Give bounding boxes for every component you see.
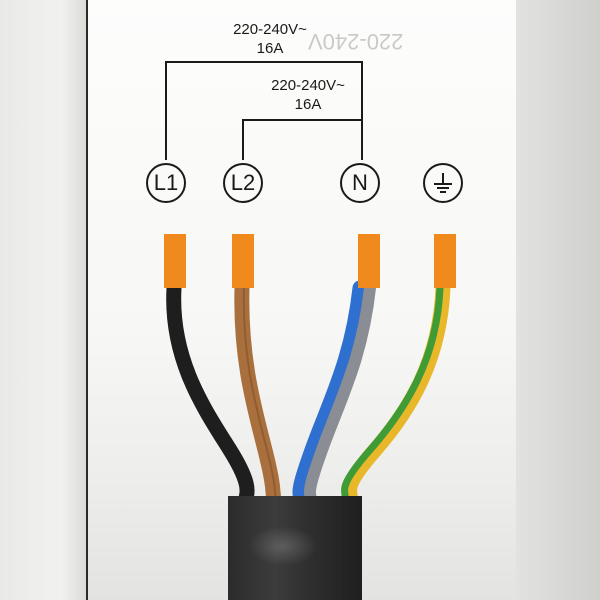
outer-supply-bracket (165, 61, 363, 160)
terminal-earth (423, 163, 463, 203)
wire-neutral (292, 280, 376, 508)
ground-icon (434, 173, 452, 193)
outer-current: 16A (256, 40, 284, 57)
terminal-n: N (340, 163, 380, 203)
inner-supply-bracket (242, 119, 363, 160)
left-frame-edge (86, 0, 88, 600)
right-frame (516, 0, 600, 600)
sleeve-l2 (232, 234, 254, 288)
terminal-l1-label: L1 (153, 170, 179, 195)
sleeve-l1 (164, 234, 186, 288)
wire-l1 (166, 280, 255, 508)
wire-earth (341, 280, 451, 508)
terminal-n-label: N (352, 170, 368, 195)
outer-voltage: 220-240V~ (233, 21, 307, 38)
inner-voltage: 220-240V~ (271, 77, 345, 94)
cable-jacket (228, 496, 362, 600)
outer-supply-label: 220-240V~ 16A (200, 20, 340, 58)
left-frame (0, 0, 88, 600)
sleeve-n (358, 234, 380, 288)
terminal-l2: L2 (223, 163, 263, 203)
terminal-l2-label: L2 (230, 170, 256, 195)
inner-current: 16A (294, 96, 322, 113)
sleeve-earth (434, 234, 456, 288)
terminal-l1: L1 (146, 163, 186, 203)
inner-supply-label: 220-240V~ 16A (238, 76, 378, 114)
wire-l2 (234, 280, 282, 508)
